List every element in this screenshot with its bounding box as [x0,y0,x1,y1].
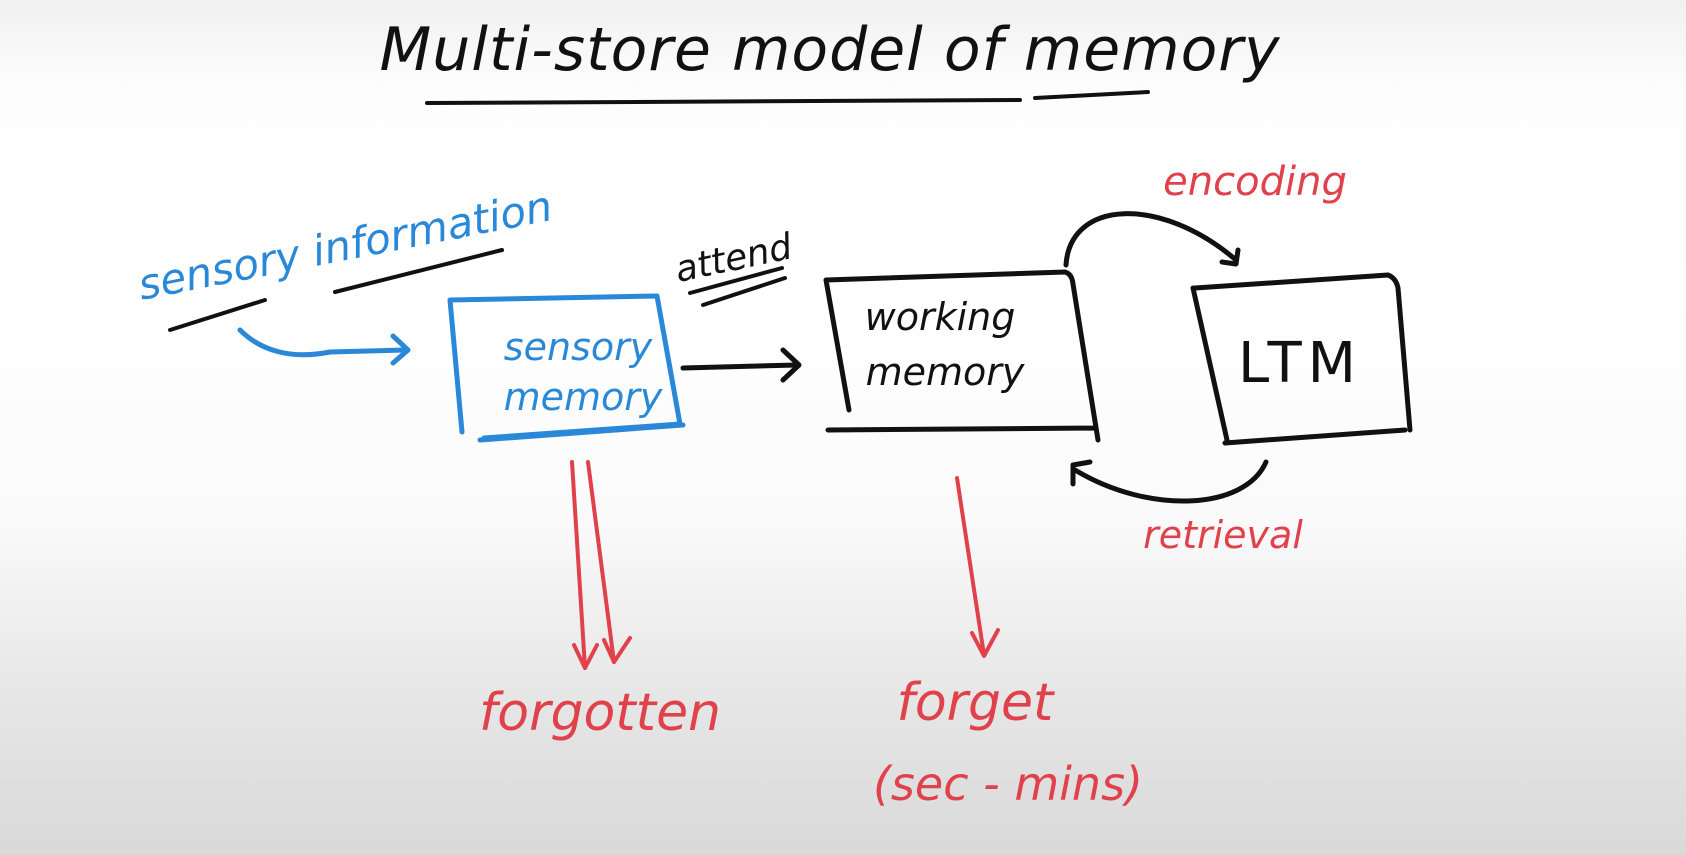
sensory-information-underline-1 [168,298,267,332]
attend-underline-1 [688,266,784,295]
ltm-box [1190,272,1413,446]
working-memory-box [823,269,1101,443]
working-memory-label-line1: working [865,295,1016,339]
working-decay-line [955,476,986,657]
retrieval-arrow-head [1070,459,1093,487]
input-arrow [237,327,408,358]
sensory-to-working-arrow-head [780,347,802,383]
attend-underline-2 [701,276,787,307]
sensory-memory-label-line2: memory [504,375,663,419]
ltm-label: LTM [1238,331,1362,396]
encoding-arrow-head [1219,247,1241,267]
retrieval-label: retrieval [1143,513,1303,557]
input-arrow-head [390,333,411,366]
diagram-title: Multi-store model of memory [380,15,1281,85]
forget-duration-label: (sec - mins) [873,757,1143,811]
forgotten-label: forgotten [479,683,721,743]
forget-label: forget [897,673,1056,733]
sensory-to-working-arrow [680,362,800,371]
title-underline [425,98,1022,105]
retrieval-arrow [1072,459,1269,504]
working-memory-label-line2: memory [866,350,1025,394]
encoding-label: encoding [1163,159,1347,205]
sensory-information-underline-2 [333,248,504,294]
sensory-decay-arrow-head-2 [602,636,632,664]
sensory-decay-line-1 [570,460,587,670]
title-underline-memory [1033,90,1150,100]
encoding-arrow [1063,211,1239,268]
sensory-memory-box [447,293,686,443]
working-decay-arrow-head [970,628,1000,658]
sensory-decay-arrow-head-1 [572,643,599,670]
sensory-decay-line-2 [586,460,616,664]
sensory-memory-label-line1: sensory [504,325,653,369]
